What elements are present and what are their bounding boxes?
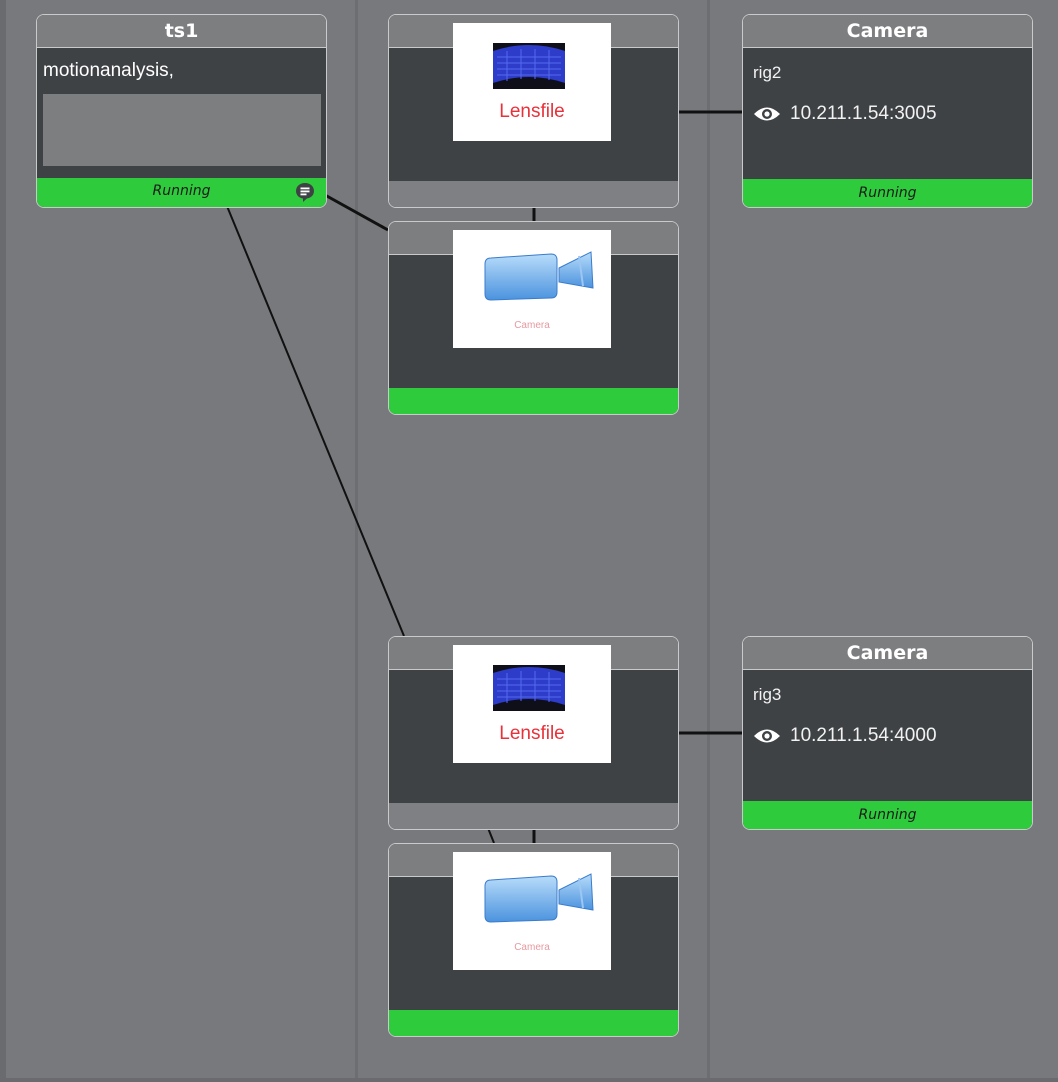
eye-icon[interactable]: [753, 105, 781, 123]
address-row: 10.211.1.54:3005: [753, 103, 937, 125]
wire-ts1-libero: [487, 827, 495, 844]
node-camera-rig2[interactable]: Camera rig2 10.211.1.54:3005 Running: [742, 14, 1033, 208]
camera-address: 10.211.1.54:3005: [790, 103, 937, 124]
node-text-area[interactable]: [43, 94, 321, 166]
node-title: Camera: [743, 637, 1032, 670]
status-bar: [389, 388, 678, 414]
lens-icon: [493, 43, 565, 89]
status-text: Running: [858, 807, 917, 823]
node-title: Camera: [743, 15, 1032, 48]
camera-thumbnail: Camera: [453, 230, 611, 348]
status-bar: [389, 1010, 678, 1036]
rig-label: rig2: [753, 63, 782, 82]
column-divider: [707, 0, 710, 1082]
node-libero[interactable]: libero Camera: [388, 843, 679, 1037]
thumbnail-label: Lensfile: [499, 101, 565, 122]
lensfile-thumbnail: Lensfile: [453, 645, 611, 763]
canvas-left-edge: [0, 0, 6, 1082]
camera-icon: [484, 873, 594, 923]
camera-thumbnail: Camera: [453, 852, 611, 970]
status-bar: Running: [37, 178, 326, 207]
status-bar: [389, 803, 678, 829]
camera-address: 10.211.1.54:4000: [790, 725, 937, 746]
thumbnail-label: Lensfile: [499, 723, 565, 744]
status-bar: [389, 181, 678, 207]
node-rig1[interactable]: rig1 Camera: [388, 221, 679, 415]
wire-ts1-rig3: [221, 193, 405, 637]
thumbnail-label: Camera: [514, 320, 550, 331]
lens-icon: [493, 665, 565, 711]
lensfile-thumbnail: Lensfile: [453, 23, 611, 141]
chat-bubble-icon[interactable]: [294, 181, 316, 207]
node-rig3[interactable]: rig3 Lensfile: [388, 636, 679, 830]
camera-icon: [484, 251, 594, 301]
node-text: motionanalysis,: [43, 60, 174, 81]
address-row: 10.211.1.54:4000: [753, 725, 937, 747]
canvas-bottom-edge: [0, 1078, 1058, 1082]
status-bar: Running: [743, 801, 1032, 829]
status-text: Running: [152, 183, 211, 199]
rig-label: rig3: [753, 685, 782, 704]
thumbnail-label: Camera: [514, 942, 550, 953]
node-rig2[interactable]: rig2 Lensfile: [388, 14, 679, 208]
status-bar: Running: [743, 179, 1032, 207]
column-divider: [355, 0, 358, 1082]
status-text: Running: [858, 185, 917, 201]
node-ts1[interactable]: ts1 motionanalysis, Running: [36, 14, 327, 208]
eye-icon[interactable]: [753, 727, 781, 745]
wire-ts1-rig1: [324, 193, 389, 232]
node-title: ts1: [37, 15, 326, 48]
node-camera-rig3[interactable]: Camera rig3 10.211.1.54:4000 Running: [742, 636, 1033, 830]
